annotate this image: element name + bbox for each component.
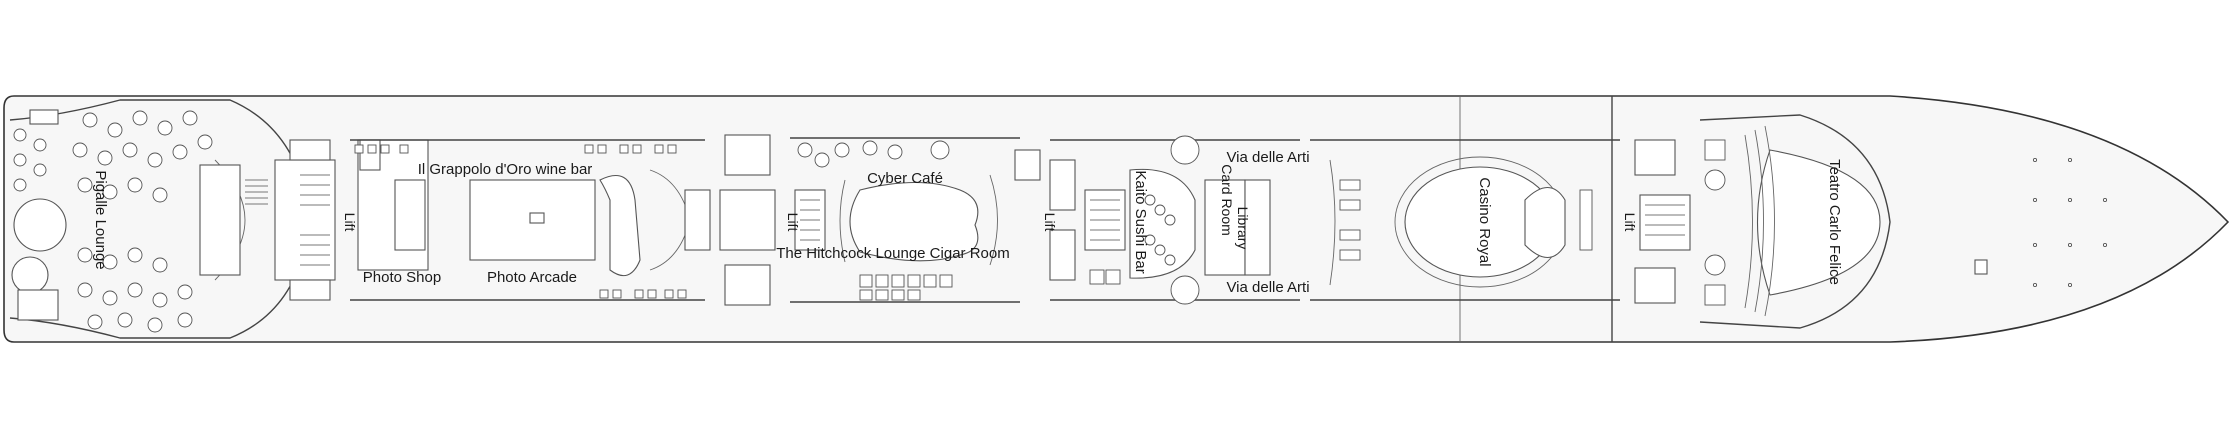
lift-label-1: Lift — [342, 213, 358, 232]
lift-label-4: Lift — [1622, 213, 1638, 232]
teatro-label: Teatro Carlo Felice — [1826, 159, 1843, 285]
hitchcock-lounge-area — [790, 137, 1041, 303]
photo-shop-label: Photo Shop — [363, 269, 441, 286]
cyber-cafe-label: Cyber Café — [867, 170, 943, 187]
lift-block-4 — [1634, 139, 1691, 304]
casino-label: Casino Royal — [1476, 177, 1493, 266]
library-label: Library — [1235, 207, 1251, 250]
photo-shop-area — [357, 139, 429, 271]
photo-arcade-label: Photo Arcade — [487, 269, 577, 286]
kaito-sushi-area — [1050, 135, 1300, 305]
via-arti-top-label: Via delle Arti — [1226, 149, 1309, 166]
lift-label-2: Lift — [785, 213, 801, 232]
lift-block-1 — [274, 139, 336, 301]
grappolo-label: Il Grappolo d'Oro wine bar — [418, 161, 593, 178]
kaito-label: Kaito Sushi Bar — [1132, 170, 1149, 273]
card-room-label: Card Room — [1219, 164, 1235, 236]
casino-area — [1310, 139, 1620, 301]
via-arti-bottom-label: Via delle Arti — [1226, 279, 1309, 296]
pigalle-lounge-label: Pigalle Lounge — [92, 170, 109, 269]
theatre-area — [1699, 114, 2108, 329]
hitchcock-label: The Hitchcock Lounge Cigar Room — [776, 245, 1009, 262]
lift-block-3 — [1049, 159, 1126, 281]
lift-label-3: Lift — [1042, 213, 1058, 232]
photo-arcade-area — [350, 139, 711, 301]
lift-block-2 — [719, 134, 826, 306]
